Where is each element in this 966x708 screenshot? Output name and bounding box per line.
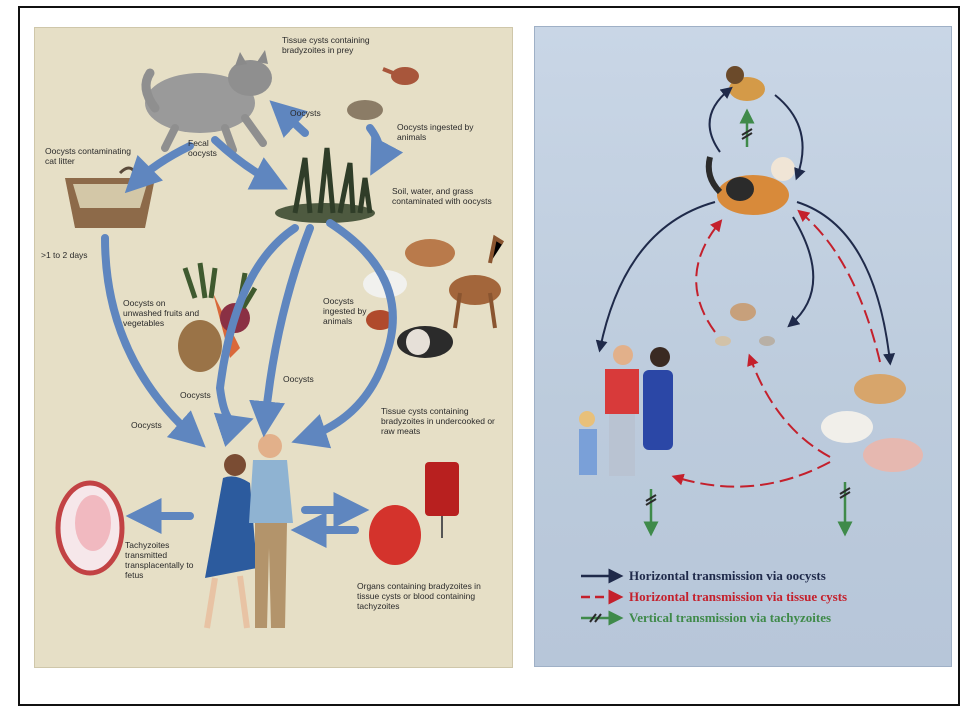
farm-animals-illustration bbox=[363, 238, 503, 358]
label-oocysts-a: Oocysts bbox=[180, 390, 211, 400]
label-oocysts-ingested-animals: Oocysts ingested by animals bbox=[323, 296, 378, 326]
label-oocysts-ingested-top: Oocysts ingested by animals bbox=[397, 122, 477, 142]
family-illustration bbox=[579, 345, 673, 476]
label-oocysts-litter: Oocysts contaminating cat litter bbox=[45, 146, 135, 166]
humans-illustration bbox=[205, 434, 293, 628]
label-time-litter: >1 to 2 days bbox=[41, 250, 88, 260]
organ-blood-illustration bbox=[369, 462, 459, 565]
legend-swatches bbox=[581, 576, 619, 622]
oocyst-arrows bbox=[600, 89, 890, 362]
soil-grass-illustration bbox=[275, 148, 375, 223]
cat-illustration bbox=[145, 50, 272, 150]
label-organs-blood: Organs containing bradyzoites in tissue … bbox=[357, 581, 497, 611]
label-oocysts-top: Oocysts bbox=[290, 108, 321, 118]
fetus-illustration bbox=[58, 483, 122, 573]
legend-horizontal-oocysts: Horizontal transmission via oocysts bbox=[629, 568, 826, 584]
tissue-cyst-arrows bbox=[675, 212, 880, 487]
legend-vertical-tachyzoites: Vertical transmission via tachyzoites bbox=[629, 610, 831, 626]
prey-illustration-right bbox=[715, 303, 775, 346]
livestock-illustration bbox=[821, 374, 923, 472]
label-oocysts-b: Oocysts bbox=[283, 374, 314, 384]
legend-horizontal-tissue-cysts: Horizontal transmission via tissue cysts bbox=[629, 589, 847, 605]
transmission-diagram-right: Horizontal transmission via oocysts Hori… bbox=[534, 26, 952, 667]
label-oocysts-c: Oocysts bbox=[131, 420, 162, 430]
label-tissue-cysts-prey: Tissue cysts containing bradyzoites in p… bbox=[282, 35, 392, 55]
label-soil-water-grass: Soil, water, and grass contaminated with… bbox=[392, 186, 502, 206]
label-tissue-cysts-meat: Tissue cysts containing bradyzoites in u… bbox=[381, 406, 496, 436]
label-tachyzoites-fetus: Tachyzoites transmitted transplacentally… bbox=[125, 540, 203, 580]
prey-illustration bbox=[347, 67, 419, 120]
label-fecal-oocysts: Fecal oocysts bbox=[188, 138, 228, 158]
cat-illustration-right bbox=[709, 157, 795, 215]
life-cycle-diagram-left: Tissue cysts containing bradyzoites in p… bbox=[34, 27, 513, 668]
kitten-illustration bbox=[726, 66, 765, 101]
label-oocysts-fruits: Oocysts on unwashed fruits and vegetable… bbox=[123, 298, 203, 328]
